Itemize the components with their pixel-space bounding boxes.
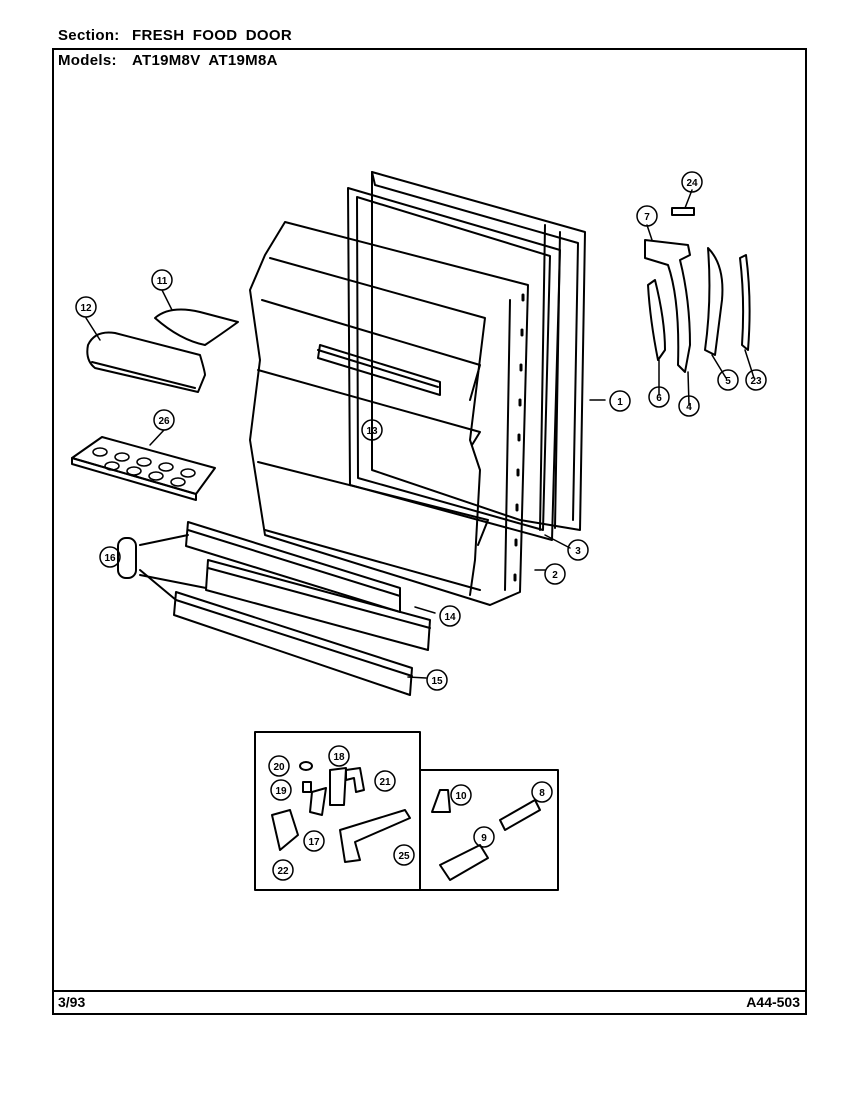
svg-text:1: 1 [617, 397, 623, 408]
svg-text:19: 19 [275, 786, 287, 797]
hinge-plug [671, 207, 695, 216]
callout-19: 19 [270, 779, 292, 801]
callout-8: 8 [531, 781, 553, 803]
page-date: 3/93 [58, 994, 86, 1010]
callout-1: 1 [609, 390, 631, 412]
callout-11: 11 [151, 269, 173, 291]
svg-text:4: 4 [686, 402, 692, 413]
door-gasket [347, 187, 561, 541]
svg-text:25: 25 [398, 851, 410, 862]
callout-15: 15 [426, 669, 448, 691]
shelf-bar [317, 344, 441, 396]
dairy-compartment [86, 331, 206, 393]
svg-text:5: 5 [725, 376, 731, 387]
inner-door-liner [249, 221, 529, 606]
callout-4: 4 [678, 395, 700, 417]
callout-18: 18 [328, 745, 350, 767]
svg-text:24: 24 [686, 178, 698, 189]
svg-text:10: 10 [455, 791, 467, 802]
detail-box-mounting-parts [419, 769, 559, 891]
models-label: Models: [58, 52, 117, 69]
callout-10: 10 [450, 784, 472, 806]
svg-text:20: 20 [273, 762, 285, 773]
callout-3: 3 [567, 539, 589, 561]
svg-text:23: 23 [750, 376, 762, 387]
section-label: Section: [58, 27, 120, 44]
svg-text:3: 3 [575, 546, 581, 557]
svg-text:26: 26 [158, 416, 170, 427]
callout-7: 7 [636, 205, 658, 227]
drawing-number: A44-503 [746, 994, 800, 1010]
models-value: AT19M8V AT19M8A [132, 52, 278, 69]
svg-text:13: 13 [366, 426, 378, 437]
leader-lines [85, 189, 755, 679]
svg-text:8: 8 [539, 788, 545, 799]
svg-text:15: 15 [431, 676, 443, 687]
svg-text:12: 12 [80, 303, 92, 314]
hinge-trim [704, 247, 724, 356]
callout-2: 2 [544, 563, 566, 585]
svg-text:7: 7 [644, 212, 650, 223]
shelf-end-cap-detail [117, 534, 207, 601]
callout-20: 20 [268, 755, 290, 777]
door-shelf-middle [205, 559, 431, 651]
callout-17: 17 [303, 830, 325, 852]
callout-16: 16 [99, 546, 121, 568]
svg-text:11: 11 [157, 276, 168, 287]
svg-text:16: 16 [104, 553, 116, 564]
hinge-bracket [644, 239, 691, 373]
hinge-cover [647, 279, 666, 361]
section-value: FRESH FOOD DOOR [132, 27, 293, 44]
callout-21: 21 [374, 770, 396, 792]
callout-26: 26 [153, 409, 175, 431]
callout-13: 13 [361, 419, 383, 441]
callout-25: 25 [393, 844, 415, 866]
svg-text:6: 6 [656, 393, 662, 404]
egg-tray [71, 436, 216, 501]
door-shelf-lower [173, 591, 413, 696]
callout-9: 9 [473, 826, 495, 848]
callout-22: 22 [272, 859, 294, 881]
svg-text:21: 21 [379, 777, 391, 788]
footer-rule [52, 990, 807, 992]
callout-12: 12 [75, 296, 97, 318]
svg-text:18: 18 [333, 752, 345, 763]
callout-5: 5 [717, 369, 739, 391]
svg-text:2: 2 [552, 570, 558, 581]
callout-6: 6 [648, 386, 670, 408]
section-heading: Section: FRESH FOOD DOOR [58, 27, 292, 44]
svg-text:17: 17 [308, 837, 320, 848]
dairy-cover [154, 308, 239, 346]
trim-strip [739, 254, 751, 351]
diagram-frame [52, 48, 807, 1015]
models-heading: Models: AT19M8V AT19M8A [58, 52, 278, 69]
svg-text:14: 14 [444, 612, 456, 623]
svg-text:9: 9 [481, 833, 487, 844]
callout-23: 23 [745, 369, 767, 391]
callout-14: 14 [439, 605, 461, 627]
callout-24: 24 [681, 171, 703, 193]
svg-text:22: 22 [277, 866, 289, 877]
